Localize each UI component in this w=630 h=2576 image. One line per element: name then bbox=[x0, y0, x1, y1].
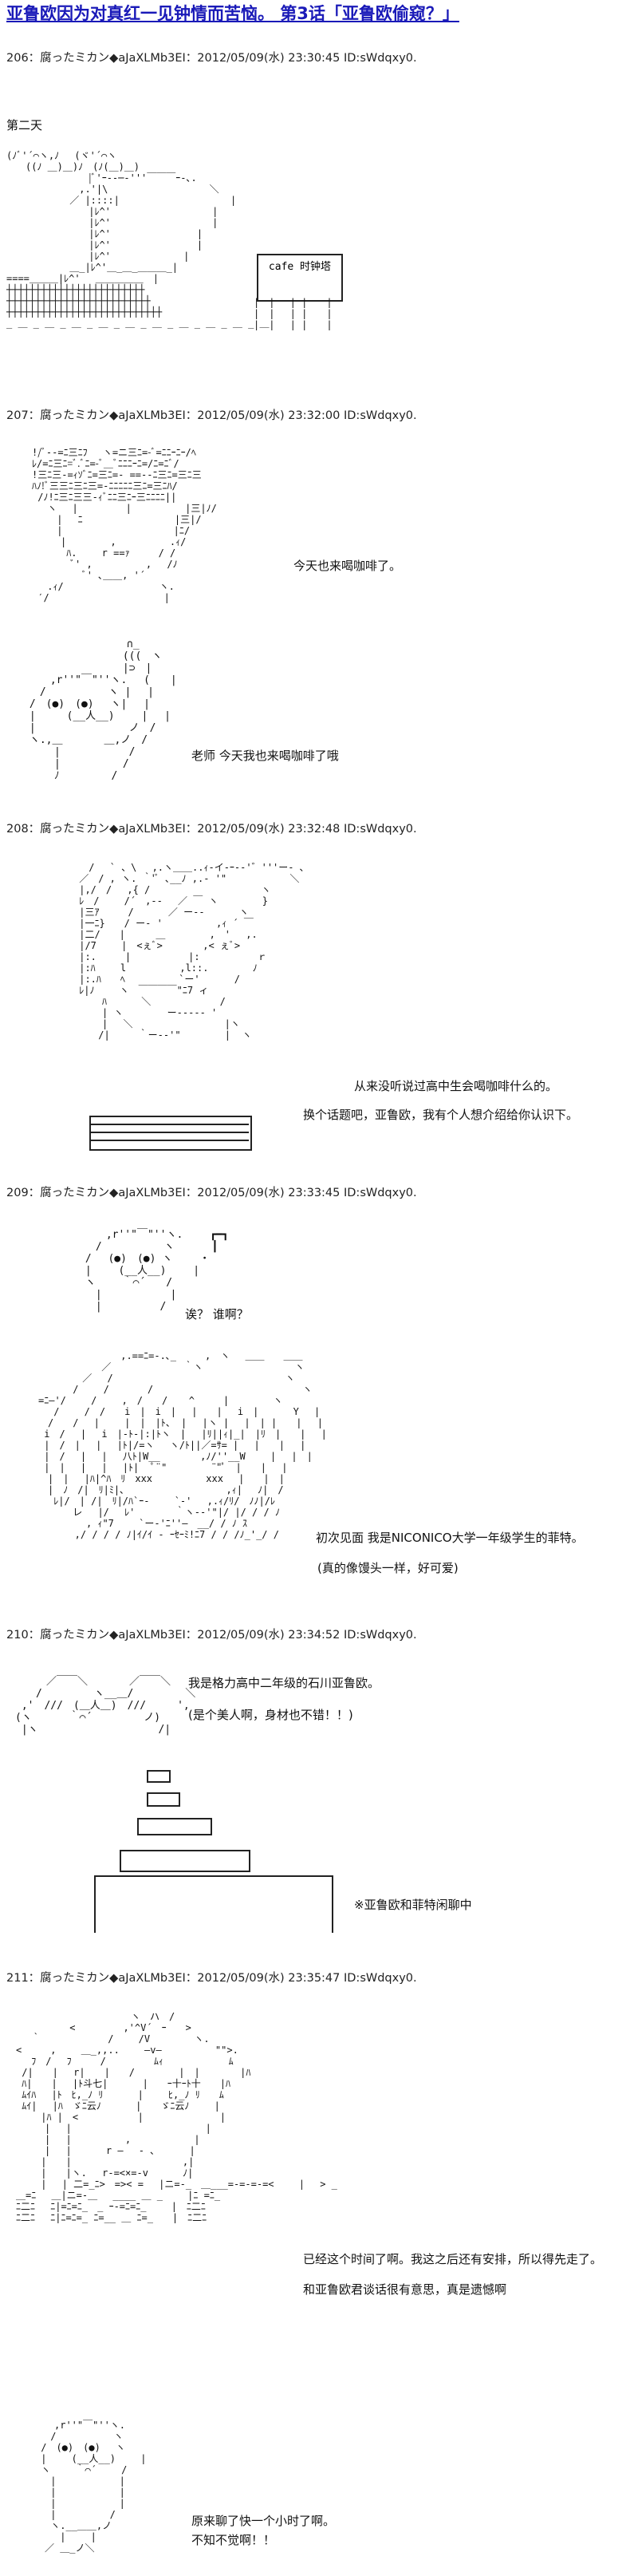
ascii-art-block bbox=[147, 1792, 180, 1807]
post-line: 换个话题吧，亚鲁欧，我有个人想介绍给你认识下。 bbox=[303, 1108, 579, 1122]
ascii-art-teacher: / ` 、\ ,.ヽ＿＿..ｨ-イ-ｰ‐-'゛'''ー- ､ ／ / , ヽ. … bbox=[79, 862, 305, 1041]
ascii-art-sign-post: | | | | | | | | | | | | | | | bbox=[254, 297, 333, 330]
ascii-art-block bbox=[137, 1818, 212, 1835]
ascii-art-yaruo-face: !/ﾞ--=ﾆ三ﾆﾌ ヽ=ニ三ﾆ=-ﾞ=ﾆﾆｰﾆｰ/ﾍ ﾚ/=ﾆ三ﾆ=ﾞ.ﾞﾆ=… bbox=[32, 447, 217, 603]
post-line: (是个美人啊，身材也不错！！) bbox=[188, 1708, 353, 1722]
cafe-sign-text: cafe 时钟塔 bbox=[268, 261, 332, 273]
post-line: 初次见面 我是NICONICO大学一年级学生的菲特。 bbox=[316, 1531, 584, 1545]
desk-line bbox=[89, 1132, 249, 1133]
ascii-art-desk bbox=[89, 1116, 252, 1151]
post-line: 和亚鲁欧君谈话很有意思，真是遗憾啊 bbox=[303, 2282, 507, 2297]
post-line: (真的像馒头一样，好可爱) bbox=[317, 1561, 459, 1575]
page-title: 亚鲁欧因为对真红一见钟情而苦恼。 第3话「亚鲁欧偷窥？」 bbox=[6, 4, 459, 23]
post-line: 老师 今天我也来喝咖啡了哦 bbox=[191, 749, 339, 763]
ascii-art-fate-leaving: ヽ ハ / < ,'^V´ ｰ > ｀ / /V ヽ. < , ＿_,,.. ―… bbox=[16, 2011, 337, 2223]
table-leg bbox=[332, 1875, 333, 1933]
desk-line bbox=[89, 1124, 249, 1125]
ascii-art-block bbox=[147, 1770, 171, 1783]
post-header: 209：腐ったミカン◆aJaXLMb3EI：2012/05/09(水) 23:3… bbox=[6, 1187, 417, 1199]
post-line: 从来没听说过高中生会喝咖啡什么的。 bbox=[354, 1079, 558, 1093]
post-line: ※亚鲁欧和菲特闲聊中 bbox=[354, 1898, 472, 1912]
ascii-art-small-character: ∩_ ((( ヽ |⊃ | ,r''"￣"''ヽ. ( | / ヽ | | / … bbox=[29, 638, 177, 782]
ascii-art-block bbox=[120, 1850, 250, 1872]
post-header: 208：腐ったミカン◆aJaXLMb3EI：2012/05/09(水) 23:3… bbox=[6, 823, 417, 836]
ascii-art-yaruo-happy: ,r''"￣"''ヽ. / ヽ / (●) (●) ヽ | (__人__) | … bbox=[41, 2420, 147, 2554]
post-header: 207：腐ったミカン◆aJaXLMb3EI：2012/05/09(水) 23:3… bbox=[6, 409, 417, 422]
ascii-art-fate: ,.==ﾆ=-.､_ , ヽ ＿＿ ＿＿ ／ ｀ヽ ヽ ／ / ヽ / / / … bbox=[38, 1350, 327, 1540]
post-header: 211：腐ったミカン◆aJaXLMb3EI：2012/05/09(水) 23:3… bbox=[6, 1972, 417, 1985]
post-header: 210：腐ったミカン◆aJaXLMb3EI：2012/05/09(水) 23:3… bbox=[6, 1629, 417, 1642]
post-line: 诶？ 谁啊？ bbox=[185, 1307, 249, 1322]
cafe-sign: cafe 时钟塔 bbox=[257, 254, 343, 302]
post-line: 我是格力高中二年级的石川亚鲁欧。 bbox=[188, 1676, 380, 1690]
ascii-art-yaruo-surprised: ,r''"￣"''ヽ. ┏━┓ / ヽ ┃ / (●) (●) ヽ ・ | (_… bbox=[85, 1229, 229, 1313]
post-header: 206：腐ったミカン◆aJaXLMb3EI：2012/05/09(水) 23:3… bbox=[6, 52, 417, 65]
table-leg bbox=[94, 1875, 96, 1933]
ascii-art-yaruo-smug: ／￣￣＼ ／￣￣＼ / ヽ__＿/ ＼ ,' /// (＿人＿) /// ', … bbox=[15, 1676, 196, 1736]
post-line: 今天也来喝咖啡了。 bbox=[293, 559, 402, 573]
ascii-art-table-top bbox=[94, 1875, 333, 1877]
post-line: 第二天 bbox=[6, 118, 43, 132]
desk-line bbox=[89, 1140, 249, 1141]
ascii-art-building: (ﾉﾞ'´⌒ヽ,ﾉ (ヾ'´⌒ヽ ((ﾉ ＿)＿)ﾉ (ﾉ(＿)＿) |ﾞ'ｰ-… bbox=[6, 150, 270, 329]
post-line: 原来聊了快一个小时了啊。 bbox=[191, 2514, 336, 2528]
post-line: 不知不觉啊！！ bbox=[191, 2533, 276, 2547]
post-line: 已经这个时间了啊。我这之后还有安排，所以得先走了。 bbox=[303, 2252, 603, 2266]
